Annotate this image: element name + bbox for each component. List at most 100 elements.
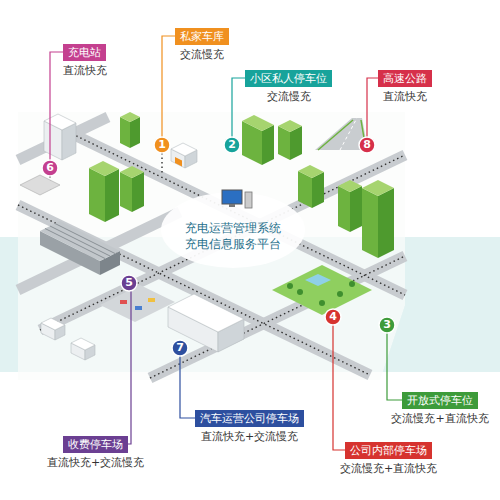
roof-stripe <box>55 224 115 254</box>
park <box>272 265 372 315</box>
building <box>262 125 274 165</box>
road <box>40 155 405 330</box>
charging-type: 交流慢充 <box>245 90 332 104</box>
callout-box: 充电站直流快充 <box>63 41 107 78</box>
charging-type: 直流快充 <box>63 64 107 78</box>
tree <box>297 289 303 295</box>
callout-heading: 高速公路 <box>378 70 432 87</box>
callout-box: 私家车库交流慢充 <box>175 25 229 62</box>
callout-box: 汽车运营公司停车场直流快充+交流慢充 <box>195 407 304 444</box>
callout-number: 3 <box>383 319 391 331</box>
leader-line <box>180 356 195 418</box>
callout-circle <box>379 317 395 333</box>
road <box>150 256 405 378</box>
charging-type: 直流快充+交流慢充 <box>47 456 144 470</box>
network-line <box>161 153 162 175</box>
callout-heading: 充电站 <box>63 44 106 61</box>
callout-box: 开放式停车位交流慢充+直流快充 <box>391 389 488 426</box>
building <box>105 169 119 222</box>
building <box>120 172 132 212</box>
garage-door <box>175 157 182 167</box>
charging-type: 直流快充 <box>378 90 432 104</box>
car <box>148 298 155 302</box>
leader-line <box>333 325 345 450</box>
building <box>89 161 119 176</box>
callout-heading: 开放式停车位 <box>402 392 478 409</box>
car <box>135 306 142 310</box>
callout-number: 2 <box>228 139 236 151</box>
building <box>298 165 324 178</box>
leader-line <box>128 291 131 444</box>
network-line <box>60 128 405 295</box>
building <box>242 115 274 131</box>
network-line <box>40 155 405 330</box>
network-line <box>150 256 405 378</box>
callout-box: 小区私人停车位交流慢充 <box>245 67 332 104</box>
highway-lane <box>340 118 357 150</box>
building <box>132 172 144 212</box>
callout-heading: 收费停车场 <box>63 436 128 453</box>
road <box>18 212 180 290</box>
car <box>120 300 127 304</box>
building <box>120 112 140 122</box>
highway-edge <box>318 120 353 150</box>
parking-lot <box>100 285 175 322</box>
building <box>120 166 144 178</box>
callout-circle <box>172 340 188 356</box>
callout-number: 6 <box>46 162 54 174</box>
callout-box: 高速公路直流快充 <box>378 67 432 104</box>
house <box>41 318 65 330</box>
callout-circle <box>325 309 341 325</box>
tree <box>319 300 325 306</box>
building <box>168 294 244 332</box>
warehouse <box>40 221 120 261</box>
building <box>378 188 394 258</box>
tree <box>337 291 343 297</box>
building <box>338 186 350 232</box>
charging-type: 交流慢充+直流快充 <box>340 462 437 476</box>
pond <box>305 274 331 286</box>
callout-circle <box>359 137 375 153</box>
computer-stand <box>229 204 235 207</box>
callout-number: 5 <box>125 277 133 289</box>
road <box>60 128 405 295</box>
house <box>71 338 95 350</box>
building <box>350 186 362 232</box>
building <box>44 114 76 130</box>
callout-circle <box>42 160 58 176</box>
charging-type: 交流慢充+直流快充 <box>391 412 488 426</box>
callout-circle <box>224 137 240 153</box>
roof-stripe <box>50 226 110 256</box>
platform-label: 充电运营管理系统 充电信息服务平台 <box>183 220 283 252</box>
callout-heading: 小区私人停车位 <box>245 70 332 87</box>
charging-canopy <box>20 175 60 195</box>
building <box>278 120 302 132</box>
callout-heading: 私家车库 <box>175 28 229 45</box>
callout-circle <box>154 137 170 153</box>
callout-heading: 汽车运营公司停车场 <box>195 410 304 427</box>
building <box>338 180 362 192</box>
leader-line <box>232 78 245 137</box>
building <box>312 172 324 208</box>
computer-tower <box>245 192 252 208</box>
callout-heading: 公司内部停车场 <box>345 442 432 459</box>
house <box>171 143 197 156</box>
tree <box>287 283 293 289</box>
building <box>120 117 130 148</box>
building <box>89 168 105 222</box>
leader-line <box>50 52 63 160</box>
callout-box: 公司内部停车场交流慢充+直流快充 <box>340 439 437 476</box>
building <box>362 188 378 258</box>
callout-number: 4 <box>329 311 337 323</box>
callout-circle <box>121 275 137 291</box>
leader-line <box>387 333 402 400</box>
building <box>362 180 394 196</box>
callout-box: 收费停车场直流快充+交流慢充 <box>47 433 144 470</box>
building <box>130 117 140 148</box>
computer-monitor <box>222 190 242 204</box>
callout-number: 8 <box>363 139 371 151</box>
charging-type: 交流慢充 <box>175 48 229 62</box>
callout-number: 7 <box>176 342 184 354</box>
